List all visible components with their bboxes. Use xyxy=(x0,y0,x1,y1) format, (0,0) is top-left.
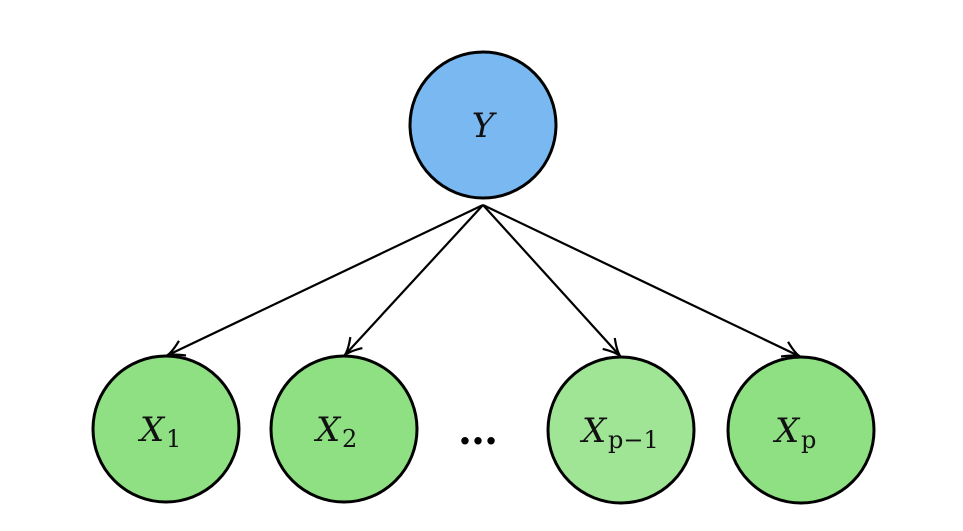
node-Xp-subscript: p xyxy=(801,426,816,454)
node-Xp-1-subscript: p−1 xyxy=(608,426,659,454)
node-Xp-1-circle xyxy=(546,355,696,505)
node-X2-circle xyxy=(269,354,419,504)
ellipsis: … xyxy=(458,407,498,454)
edge-Y-X2 xyxy=(343,204,484,357)
node-X1-label: X xyxy=(137,410,166,450)
node-Xp: X p xyxy=(726,355,876,505)
edge-Y-X1 xyxy=(165,204,484,357)
node-Y: Y xyxy=(408,50,558,200)
node-Y-circle xyxy=(408,50,558,200)
edge-Y-Xp xyxy=(482,204,802,358)
node-X2: X 2 xyxy=(269,354,419,504)
node-X2-subscript: 2 xyxy=(342,425,357,453)
node-Xp-label: X xyxy=(772,411,801,451)
node-Y-label: Y xyxy=(472,106,498,146)
node-Xp-1-label: X xyxy=(579,411,608,451)
node-X1: X 1 xyxy=(91,354,241,504)
node-X1-circle xyxy=(91,354,241,504)
node-X1-subscript: 1 xyxy=(166,425,181,453)
node-X2-label: X xyxy=(313,410,342,450)
node-Xp-1: X p−1 xyxy=(546,355,696,505)
edges xyxy=(165,204,802,359)
node-Xp-circle xyxy=(726,355,876,505)
edge-Y-Xp-1 xyxy=(482,204,622,358)
